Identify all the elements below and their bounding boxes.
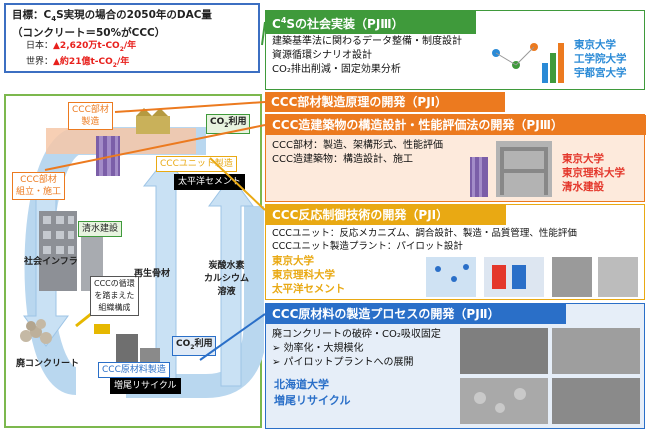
panel-raw-material-uni1: 北海道大学 <box>274 378 329 391</box>
panel-reaction-uni3: 太平洋セメント <box>272 283 346 295</box>
panel-raw-material: CCC原材料の製造プロセスの開発（PJⅡ） 廃コンクリートの破砕・CO₂吸収固定… <box>265 303 645 429</box>
ccc-member-tag: CCC部材 製造 <box>68 102 113 130</box>
panel-social-uni2: 工学院大学 <box>574 53 627 65</box>
goal-line1: 目標：C4S実現の場合の2050年のDAC量 <box>12 9 212 24</box>
panel-structural-title: CCC造建築物の構造設計・性能評価法の開発（PJⅢ） <box>266 115 646 135</box>
goal-line2: （コンクリート＝50%がCCC） <box>12 27 166 40</box>
infra-label: 社会インフラ <box>24 257 78 267</box>
panel-reaction-graphic <box>426 257 638 297</box>
panel-social-line2: 資源循環シナリオ設計 <box>272 50 372 61</box>
shimizu-tag: 清水建設 <box>78 221 123 237</box>
panel-social-line1: 建築基準法に関わるデータ整備・制度設計 <box>272 36 462 47</box>
panel-structural: CCC造建築物の構造設計・性能評価法の開発（PJⅢ） CCC部材：製造、架構形式… <box>265 114 646 202</box>
panel-member-principle: CCC部材製造原理の開発（PJⅠ） <box>265 92 505 112</box>
panel-structural-uni2: 東京理科大学 <box>562 167 625 179</box>
panel-raw-material-line2: ➢ 効率化・大規模化 <box>272 343 364 354</box>
panel-reaction-line2: CCCユニット製造プラント：パイロット設計 <box>272 241 463 252</box>
panel-structural-line1: CCC部材：製造、架構形式、性能評価 <box>272 140 443 151</box>
panel-social-title: C4Sの社会実装（PJⅢ） <box>266 11 476 34</box>
taiheiyo-tag: 太平洋セメント <box>174 174 245 190</box>
panel-social-line3: CO₂排出削減・固定効果分析 <box>272 64 401 75</box>
recycle-note: CCCの循環 を踏まえた 組織構成 <box>90 276 139 316</box>
panel-social-uni1: 東京大学 <box>574 39 616 51</box>
panel-reaction-line1: CCCユニット：反応メカニズム、調合設計、製造・品質管理、性能評価 <box>272 228 577 239</box>
panel-raw-material-line1: 廃コンクリートの破砕・CO₂吸収固定 <box>272 329 441 340</box>
goal-box: 目標：C4S実現の場合の2050年のDAC量 （コンクリート＝50%がCCC） … <box>4 3 260 73</box>
goal-japan: 日本：▲2,620万t-CO2/年 <box>26 41 137 53</box>
masuo-tag: 増尾リサイクル <box>110 378 181 394</box>
panel-structural-uni1: 東京大学 <box>562 153 604 165</box>
panel-structural-line2: CCC造建築物：構造設計、施工 <box>272 154 413 165</box>
panel-social-graphic <box>492 43 564 83</box>
panel-raw-material-graphic <box>460 328 640 424</box>
panel-social-uni3: 宇都宮大学 <box>574 67 627 79</box>
cycle-diagram: CCC部材 製造 CCC部材 組立・施工 CO2利用 CCCユニット製造 太平洋… <box>4 94 264 428</box>
co2-use-top-tag: CO2利用 <box>206 114 251 134</box>
panel-member-principle-title: CCC部材製造原理の開発（PJⅠ） <box>265 92 505 112</box>
panel-structural-graphic <box>470 141 552 197</box>
panel-reaction-title: CCC反応制御技術の開発（PJⅠ） <box>266 205 506 225</box>
panel-reaction: CCC反応制御技術の開発（PJⅠ） CCCユニット：反応メカニズム、調合設計、製… <box>265 204 645 300</box>
ccc-assembly-tag: CCC部材 組立・施工 <box>12 172 66 200</box>
panel-social: C4Sの社会実装（PJⅢ） 建築基準法に関わるデータ整備・制度設計 資源循環シナ… <box>265 10 645 90</box>
panel-reaction-uni1: 東京大学 <box>272 255 314 267</box>
panel-structural-uni3: 清水建設 <box>562 181 604 193</box>
panel-raw-material-line3: ➢ パイロットプラントへの展開 <box>272 357 414 368</box>
panel-raw-material-uni2: 増尾リサイクル <box>274 394 351 407</box>
goal-world: 世界：▲約21億t-CO2/年 <box>26 56 130 69</box>
ccc-unit-tag: CCCユニット製造 <box>156 156 237 172</box>
panel-reaction-uni2: 東京理科大学 <box>272 269 335 281</box>
co2-use-bottom-tag: CO2利用 <box>172 336 217 356</box>
panel-raw-material-title: CCC原材料の製造プロセスの開発（PJⅡ） <box>266 304 566 324</box>
bicarb-label: 炭酸水素 カルシウム 溶液 <box>204 261 250 297</box>
recycled-aggregate-label: 再生骨材 <box>134 269 171 279</box>
raw-material-tag: CCC原材料製造 <box>98 362 170 378</box>
waste-label: 廃コンクリート <box>16 359 80 369</box>
